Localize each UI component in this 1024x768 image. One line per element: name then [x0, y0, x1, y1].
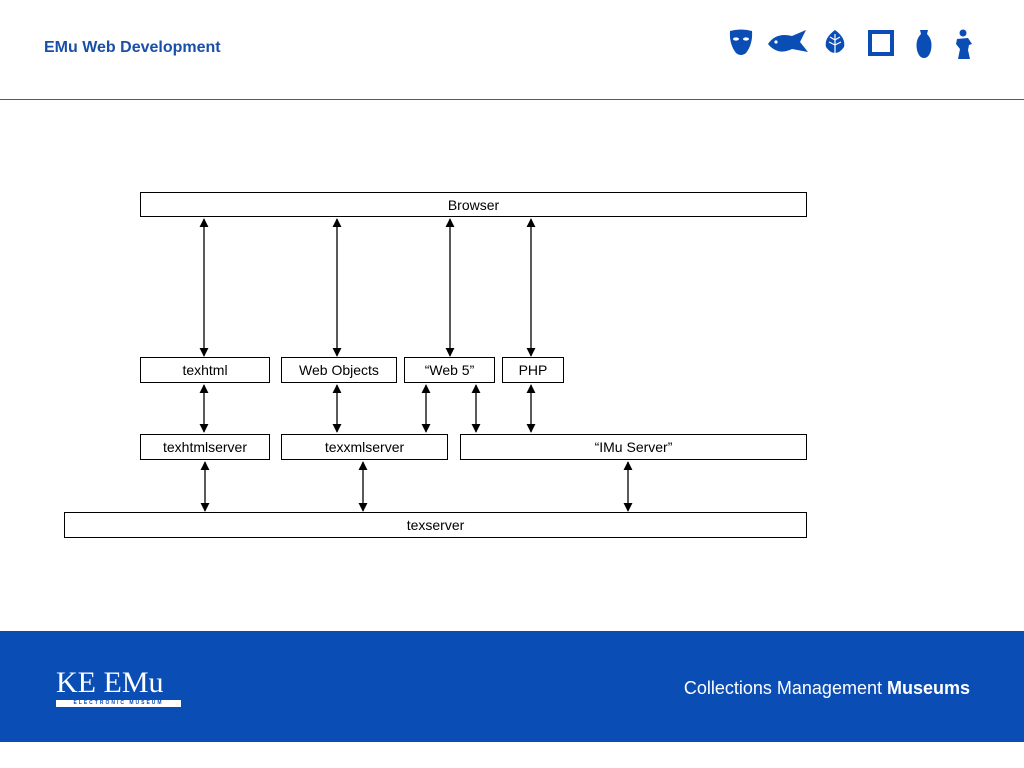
statue-icon	[956, 29, 972, 59]
ke-emu-logo: KE EMu ELECTRONIC MUSEUM	[56, 668, 182, 707]
node-texserver: texserver	[64, 512, 807, 538]
node-web5: “Web 5”	[404, 357, 495, 383]
connector-arrows	[199, 218, 633, 512]
footer-bar	[0, 631, 1024, 742]
leaf-icon	[825, 30, 845, 57]
fish-icon	[768, 30, 808, 52]
footer-tagline: Collections Management Museums	[684, 678, 970, 699]
node-php: PHP	[502, 357, 564, 383]
frame-icon	[868, 30, 894, 56]
page-title: EMu Web Development	[44, 39, 221, 56]
mask-icon	[729, 29, 753, 55]
logo-subtext: ELECTRONIC MUSEUM	[56, 700, 181, 707]
node-texxmlserver: texxmlserver	[281, 434, 448, 460]
node-web-objects: Web Objects	[281, 357, 397, 383]
header-divider	[0, 99, 1024, 100]
node-texhtml: texhtml	[140, 357, 270, 383]
logo-text: KE EMu	[56, 666, 164, 699]
node-imu-server: “IMu Server”	[460, 434, 807, 460]
node-texhtmlserver: texhtmlserver	[140, 434, 270, 460]
tagline-regular: Collections Management	[683, 678, 887, 698]
vase-icon	[916, 30, 932, 58]
node-browser: Browser	[140, 192, 807, 217]
tagline-bold: Museums	[886, 678, 970, 698]
